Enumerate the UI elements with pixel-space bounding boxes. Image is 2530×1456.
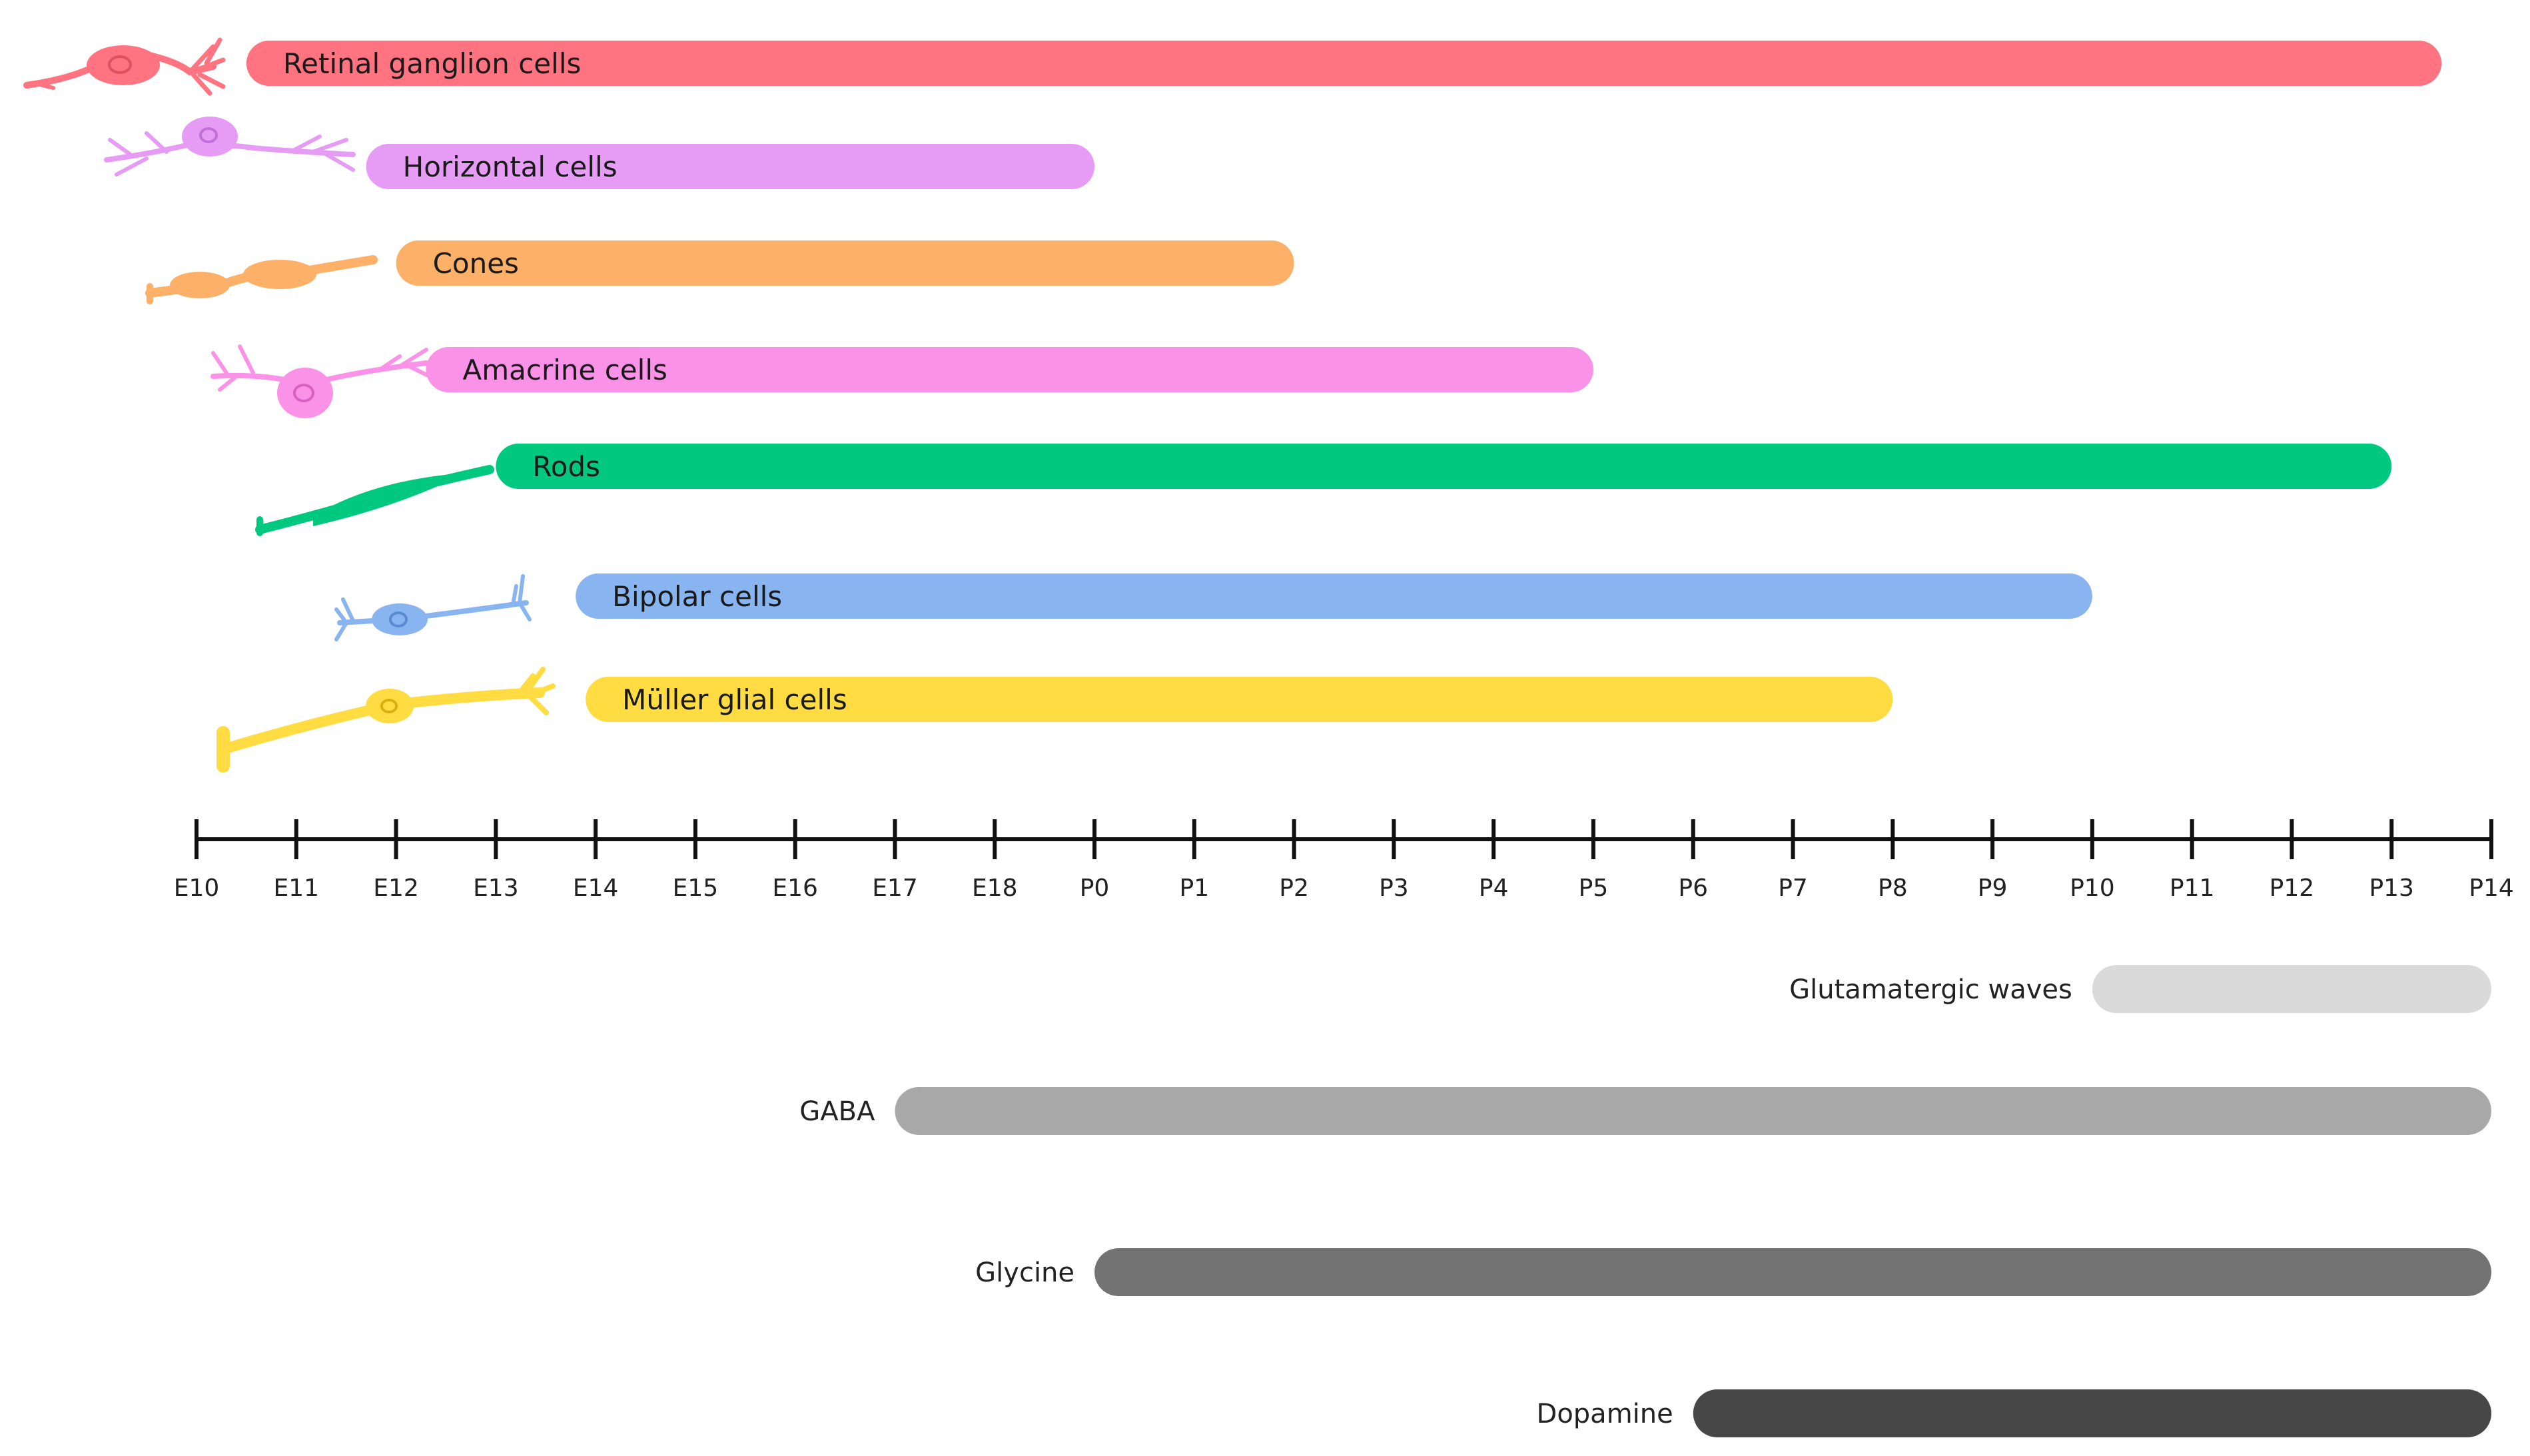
timeline-axis: E10 E11 E12 E13 E14 E15 E16 E17 E18 P0 P1 P2 P3 P4 P5 P… xyxy=(174,819,2514,902)
wave-label: Dopamine xyxy=(1537,1399,1673,1429)
cell-type-bar-group: Amacrine cells xyxy=(426,347,1593,392)
tick-label: P11 xyxy=(2170,875,2215,902)
muller-glial-cell-icon xyxy=(216,667,556,773)
tick-label: P2 xyxy=(1279,875,1309,902)
cell-type-label: Bipolar cells xyxy=(612,580,782,613)
tick-label: E16 xyxy=(772,875,818,902)
tick-label: P4 xyxy=(1479,875,1509,902)
wave-bar-group: Dopamine xyxy=(1537,1389,2491,1437)
tick-label: P14 xyxy=(2469,875,2514,902)
tick-label: E15 xyxy=(673,875,719,902)
cell-type-bar-group: Rods xyxy=(496,444,2392,489)
tick-label: E18 xyxy=(972,875,1018,902)
tick-label: P7 xyxy=(1778,875,1808,902)
cell-type-bar xyxy=(426,347,1593,392)
cell-type-bar xyxy=(396,240,1294,286)
cell-icons xyxy=(23,37,556,773)
tick-label: P1 xyxy=(1180,875,1210,902)
wave-bar xyxy=(1094,1248,2491,1296)
cone-cell-icon xyxy=(145,255,378,304)
amacrine-cell-icon xyxy=(211,344,432,418)
cell-type-bar xyxy=(576,573,2092,619)
wave-bar-group: Glycine xyxy=(975,1248,2491,1296)
tick-label: P0 xyxy=(1080,875,1110,902)
cell-type-bar-group: Retinal ganglion cells xyxy=(246,41,2442,86)
retinal-ganglion-cell-icon xyxy=(23,37,226,96)
wave-label: Glycine xyxy=(975,1258,1074,1288)
wave-bar xyxy=(895,1087,2491,1135)
tick-label: P12 xyxy=(2270,875,2315,902)
tick-label: P10 xyxy=(2070,875,2115,902)
cell-type-label: Amacrine cells xyxy=(463,354,667,386)
tick-label: E11 xyxy=(274,875,320,902)
cell-type-bar xyxy=(496,444,2392,489)
bipolar-cell-icon xyxy=(334,574,532,641)
cell-type-bar-group: Müller glial cells xyxy=(586,677,1893,722)
tick-label: P3 xyxy=(1379,875,1409,902)
tick-label: E10 xyxy=(174,875,220,902)
cell-type-bar xyxy=(366,144,1095,189)
tick-label: E14 xyxy=(573,875,619,902)
wave-bar-group: GABA xyxy=(799,1087,2491,1135)
cell-type-bar-group: Bipolar cells xyxy=(576,573,2092,619)
cell-type-bar-group: Cones xyxy=(396,240,1294,286)
wave-label: GABA xyxy=(799,1096,875,1127)
cell-type-bar xyxy=(246,41,2442,86)
tick-label: E13 xyxy=(473,875,519,902)
tick-label: P6 xyxy=(1678,875,1708,902)
cell-type-label: Rods xyxy=(532,450,600,483)
tick-label: P13 xyxy=(2369,875,2414,902)
cell-type-label: Horizontal cells xyxy=(403,151,618,183)
rod-cell-icon xyxy=(255,465,494,536)
cell-type-label: Müller glial cells xyxy=(622,683,847,716)
cell-type-bar-group: Horizontal cells xyxy=(366,144,1095,189)
cell-type-label: Retinal ganglion cells xyxy=(283,47,581,80)
wave-bar-group: Glutamatergic waves xyxy=(1789,965,2491,1013)
tick-label: P9 xyxy=(1978,875,2008,902)
tick-label: P5 xyxy=(1579,875,1609,902)
cell-type-bar xyxy=(586,677,1893,722)
tick-label: E12 xyxy=(373,875,419,902)
tick-label: P8 xyxy=(1878,875,1908,902)
wave-bar xyxy=(2092,965,2491,1013)
wave-bar xyxy=(1693,1389,2491,1437)
tick-label: E17 xyxy=(872,875,918,902)
cell-type-label: Cones xyxy=(433,247,519,280)
horizontal-cell-icon xyxy=(104,117,356,177)
wave-label: Glutamatergic waves xyxy=(1789,974,2072,1005)
